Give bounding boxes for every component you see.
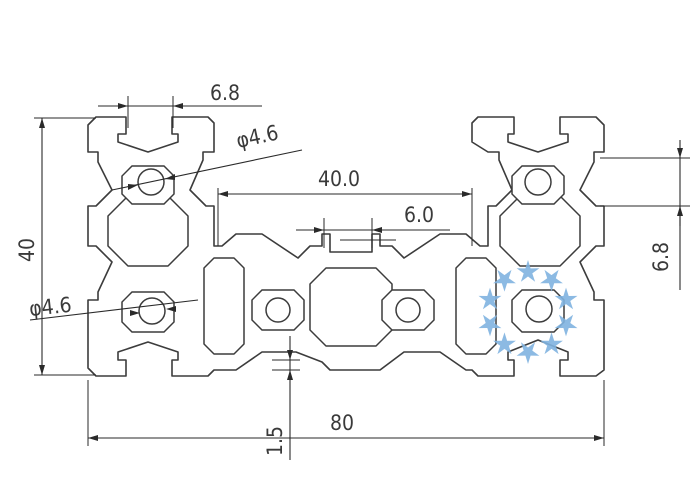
dimension-width: 80 — [87, 380, 605, 446]
watermark-star — [554, 314, 578, 337]
dimension-wall-thickness: 1.5 — [263, 336, 300, 460]
label-wall-thickness: 1.5 — [263, 426, 287, 456]
profile-cavities — [107, 195, 581, 355]
hole-top-right — [524, 168, 552, 196]
watermark-star — [516, 342, 540, 364]
core-holes — [121, 165, 565, 333]
watermark-star — [478, 314, 502, 337]
watermark-star-ring — [478, 260, 578, 364]
label-slot-opening: 6.0 — [404, 203, 434, 227]
watermark-star — [493, 269, 516, 292]
dimension-hole-dia-left: φ4.6 — [28, 293, 199, 321]
dimension-center-distance: 40.0 — [217, 167, 473, 246]
dimension-height: 40 — [15, 117, 96, 376]
dimension-slot-opening: 6.0 — [296, 203, 450, 248]
dimension-slot-width-right: 6.8 — [600, 140, 690, 290]
label-slot-width-top: 6.8 — [210, 81, 240, 105]
hole-middle-left — [265, 297, 291, 323]
hole-bottom-right — [525, 295, 553, 323]
label-height: 40 — [15, 238, 39, 262]
watermark-star — [540, 269, 563, 292]
watermark-star — [540, 332, 563, 355]
watermark-star — [493, 332, 516, 355]
watermark-star — [554, 287, 578, 310]
label-hole-dia-top: φ4.6 — [234, 121, 281, 153]
watermark-star — [478, 287, 502, 310]
label-width: 80 — [330, 411, 354, 435]
watermark-star — [516, 260, 540, 282]
label-hole-dia-left: φ4.6 — [28, 293, 73, 321]
hole-middle-right — [395, 297, 421, 323]
hole-bottom-left — [138, 297, 166, 325]
dimension-slot-width-top: 6.8 — [98, 81, 262, 128]
label-center-distance: 40.0 — [318, 167, 360, 191]
label-slot-width-right: 6.8 — [649, 242, 673, 272]
